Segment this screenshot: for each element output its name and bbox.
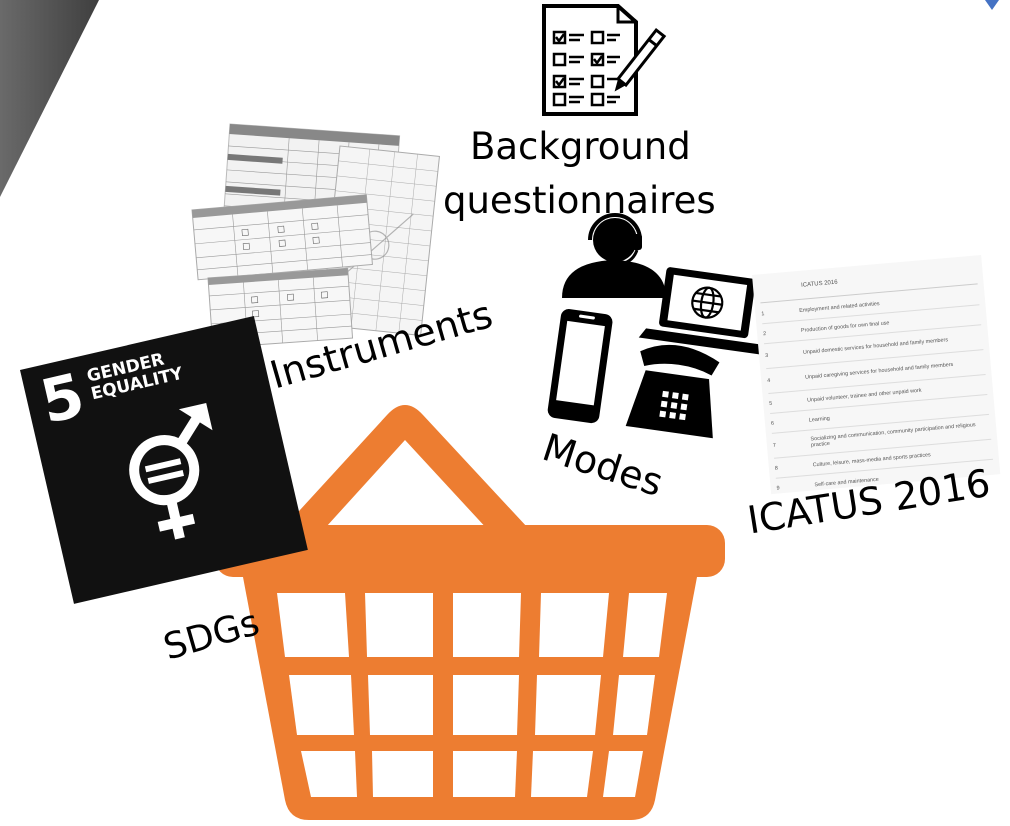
modes-icon-group: [547, 213, 764, 439]
background-label-line1: Background: [470, 125, 691, 168]
corner-accent-icon: [985, 0, 999, 10]
sdg-title: GENDER EQUALITY: [85, 348, 185, 405]
shopping-basket-icon: [215, 405, 725, 820]
gender-equality-icon: [129, 402, 213, 540]
survey-forms-image: [191, 123, 441, 349]
telephone-icon: [625, 344, 720, 439]
instruments-collage: [190, 118, 450, 358]
checklist-questionnaire-icon: [542, 4, 667, 116]
mobile-phone-icon: [547, 309, 613, 424]
background-label-line2: questionnaires: [443, 179, 716, 222]
icatus-card-heading: ICATUS 2016: [800, 279, 838, 289]
headset-person-icon: [562, 213, 666, 298]
laptop-globe-icon: [638, 267, 764, 355]
sdg-gender-equality-tile: 5 GENDER EQUALITY: [20, 316, 308, 604]
sdg-number: 5: [34, 360, 91, 438]
dark-diagonal-band: [0, 0, 99, 197]
